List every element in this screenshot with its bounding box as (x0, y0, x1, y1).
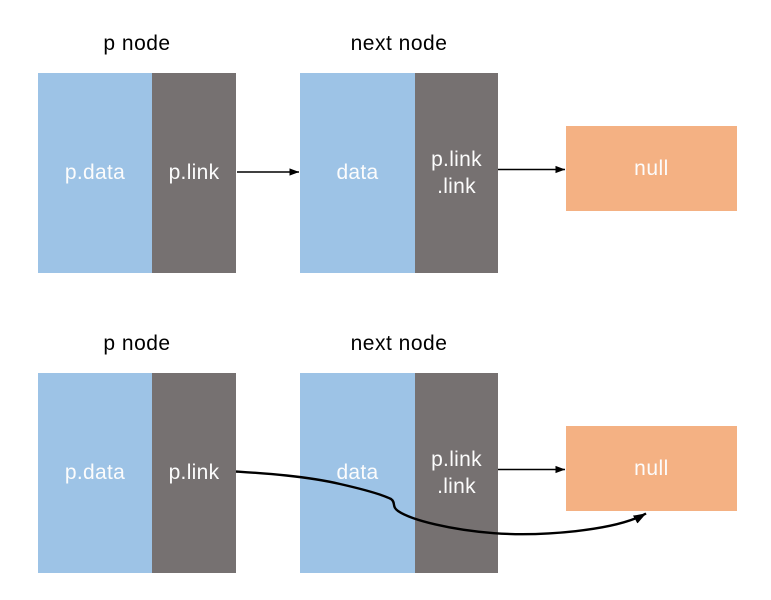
null-box: null (566, 426, 737, 511)
p-node-box: p.data p.link (38, 373, 236, 573)
next-link-label-line2: .link (437, 175, 476, 198)
p-link-cell: p.link (152, 373, 236, 573)
p-node-title: p node (103, 332, 171, 355)
p-node-title: p node (103, 32, 171, 55)
null-box: null (566, 126, 737, 211)
p-data-label: p.data (64, 461, 126, 484)
next-link-label-line1: p.link (431, 148, 482, 171)
null-label: null (634, 456, 669, 480)
p-node-box: p.data p.link (38, 73, 236, 273)
diagram-row-bottom: p node next node p.data p.link data p.li… (0, 300, 771, 600)
next-node-title: next node (350, 332, 448, 355)
p-link-label: p.link (168, 161, 220, 184)
next-link-label-line2: .link (437, 475, 476, 498)
next-link-cell: p.link .link (415, 373, 498, 573)
next-link-cell: p.link .link (415, 73, 498, 273)
p-data-label: p.data (64, 161, 126, 184)
null-label: null (634, 156, 669, 180)
p-data-cell: p.data (38, 373, 152, 573)
p-link-cell: p.link (152, 73, 236, 273)
p-data-cell: p.data (38, 73, 152, 273)
p-link-label: p.link (168, 461, 220, 484)
next-data-cell: data (300, 373, 415, 573)
next-node-box: data p.link .link (300, 373, 498, 573)
next-link-label-line1: p.link (431, 448, 482, 471)
next-node-title: next node (350, 32, 448, 55)
next-data-label: data (336, 461, 379, 484)
next-data-cell: data (300, 73, 415, 273)
diagram-row-top: p node next node p.data p.link data p.li… (38, 32, 737, 273)
next-data-label: data (336, 161, 379, 184)
next-node-box: data p.link .link (300, 73, 498, 273)
